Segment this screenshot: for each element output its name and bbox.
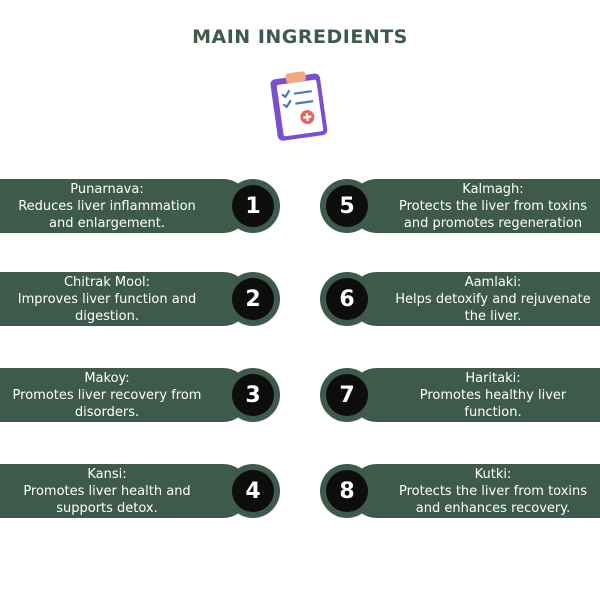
number-badge: 2 (226, 272, 280, 326)
number-badge: 4 (226, 464, 280, 518)
badge-number: 1 (232, 185, 274, 227)
number-badge: 8 (320, 464, 374, 518)
page-title: MAIN INGREDIENTS (192, 26, 408, 48)
badge-number: 8 (326, 470, 368, 512)
number-badge: 6 (320, 272, 374, 326)
ingredient-item-6: Aamlaki: Helps detoxify and rejuvenate t… (320, 272, 600, 326)
ingredient-item-2: Chitrak Mool: Improves liver function an… (0, 272, 280, 326)
ingredient-bar: Kutki: Protects the liver from toxins an… (350, 464, 600, 518)
ingredient-description: Promotes liver health and supports detox… (23, 483, 191, 516)
ingredient-bar: Punarnava: Reduces liver inflammation an… (0, 179, 250, 233)
ingredient-name: Aamlaki: (464, 274, 522, 290)
ingredient-description: Promotes healthy liver function. (419, 387, 567, 420)
number-badge: 5 (320, 179, 374, 233)
ingredient-name: Kansi: (87, 466, 127, 482)
ingredient-name: Punarnava: (70, 181, 144, 197)
ingredient-item-3: Makoy: Promotes liver recovery from diso… (0, 368, 280, 422)
ingredient-item-8: Kutki: Protects the liver from toxins an… (320, 464, 600, 518)
badge-number: 3 (232, 374, 274, 416)
ingredient-item-7: Haritaki: Promotes healthy liver functio… (320, 368, 600, 422)
ingredient-description: Protects the liver from toxins and promo… (398, 198, 588, 231)
ingredient-bar: Aamlaki: Helps detoxify and rejuvenate t… (350, 272, 600, 326)
ingredient-description: Improves liver function and digestion. (17, 291, 197, 324)
ingredient-description: Protects the liver from toxins and enhan… (398, 483, 588, 516)
ingredient-bar: Kalmagh: Protects the liver from toxins … (350, 179, 600, 233)
badge-number: 5 (326, 185, 368, 227)
badge-number: 6 (326, 278, 368, 320)
ingredient-name: Kutki: (474, 466, 512, 482)
ingredient-description: Reduces liver inflammation and enlargeme… (18, 198, 196, 231)
ingredient-item-4: Kansi: Promotes liver health and support… (0, 464, 280, 518)
number-badge: 3 (226, 368, 280, 422)
badge-number: 7 (326, 374, 368, 416)
ingredient-bar: Kansi: Promotes liver health and support… (0, 464, 250, 518)
badge-number: 4 (232, 470, 274, 512)
ingredient-bar: Chitrak Mool: Improves liver function an… (0, 272, 250, 326)
ingredient-item-5: Kalmagh: Protects the liver from toxins … (320, 179, 600, 233)
ingredient-name: Haritaki: (465, 370, 521, 386)
number-badge: 1 (226, 179, 280, 233)
ingredient-name: Chitrak Mool: (63, 274, 151, 290)
clipboard-checklist-icon (270, 71, 328, 141)
badge-number: 2 (232, 278, 274, 320)
ingredient-description: Helps detoxify and rejuvenate the liver. (395, 291, 591, 324)
ingredient-bar: Makoy: Promotes liver recovery from diso… (0, 368, 250, 422)
ingredient-description: Promotes liver recovery from disorders. (12, 387, 202, 420)
ingredient-item-1: Punarnava: Reduces liver inflammation an… (0, 179, 280, 233)
ingredient-name: Makoy: (84, 370, 130, 386)
ingredient-bar: Haritaki: Promotes healthy liver functio… (350, 368, 600, 422)
ingredient-name: Kalmagh: (462, 181, 524, 197)
number-badge: 7 (320, 368, 374, 422)
